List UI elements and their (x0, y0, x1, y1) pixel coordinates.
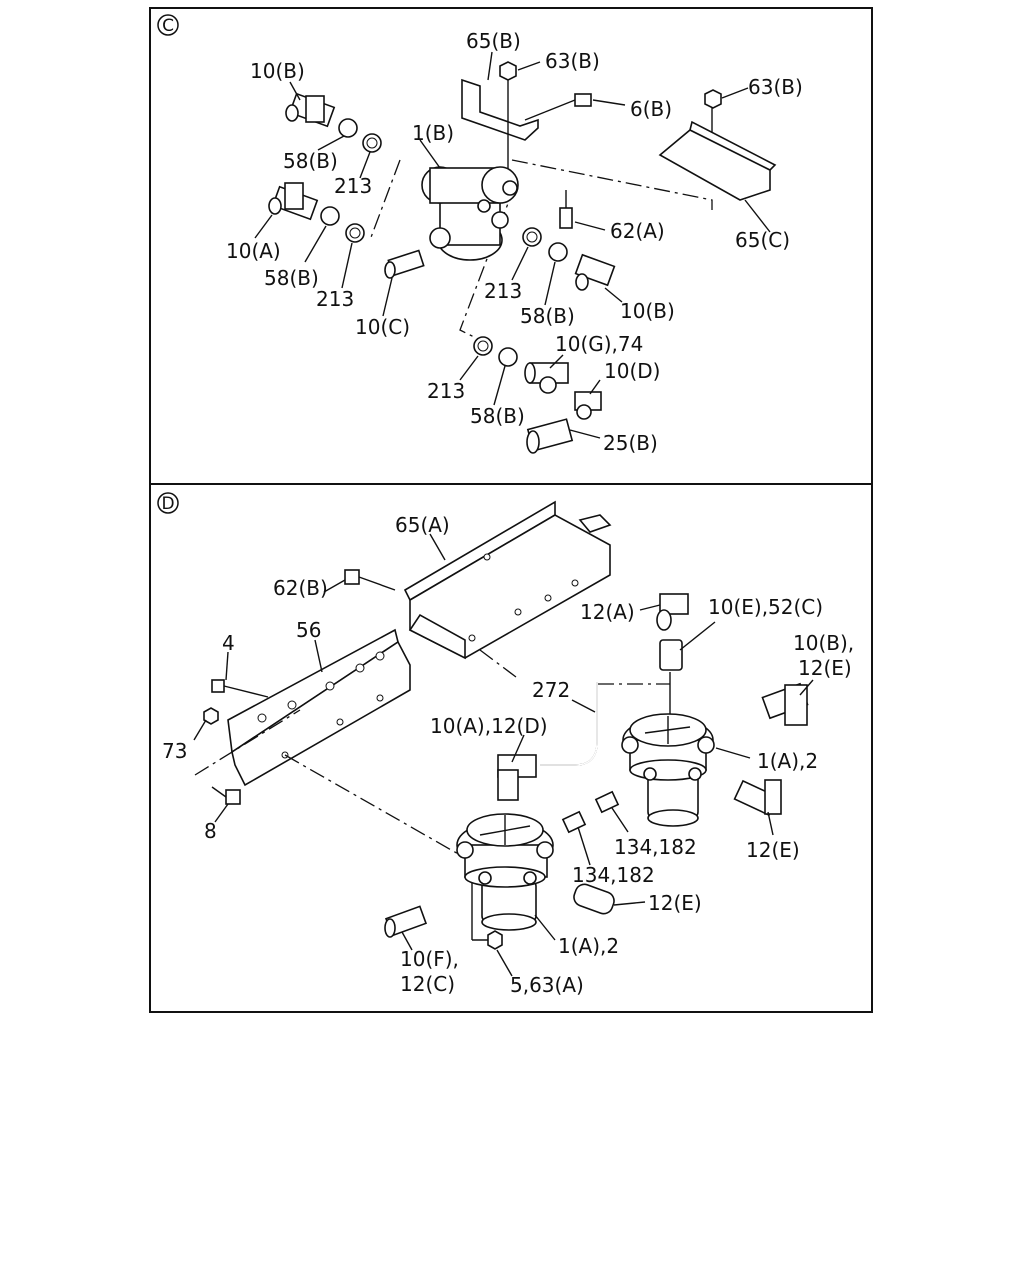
bracket-65c (658, 129, 771, 201)
label-c-18: 10(G),74 (555, 332, 643, 356)
brake-chamber-upper (621, 713, 715, 827)
bolt-8 (211, 786, 241, 805)
label-d-11: 73 (162, 739, 187, 763)
fitting-12a (656, 593, 689, 631)
label-d-13: 8 (204, 819, 217, 843)
brake-chamber-lower (456, 813, 554, 931)
label-d-10: 10(A),12(D) (430, 714, 548, 738)
nut-73 (203, 707, 219, 725)
fitting-10e-52c (659, 639, 683, 671)
label-d-21: 5,63(A) (510, 973, 584, 997)
label-c-19: 10(D) (604, 359, 660, 383)
plug-58b-a (338, 118, 358, 138)
tube-272 (540, 682, 598, 766)
bracket-56 (227, 628, 411, 787)
label-d-15: 12(E) (746, 838, 800, 862)
nut-63b-b (704, 89, 722, 109)
label-d-12: 1(A),2 (757, 749, 818, 773)
fitting-10b-12e (761, 682, 809, 726)
plug-58b-d (498, 347, 518, 367)
label-c-14: 213 (484, 279, 522, 303)
label-d-1: 65(A) (395, 513, 450, 537)
label-c-5: 6(B) (630, 97, 672, 121)
label-d-16: 134,182 (572, 863, 655, 887)
fitting-10c (384, 249, 425, 279)
bolt-6b (524, 93, 592, 121)
label-c-8: 213 (334, 174, 372, 198)
label-c-17: 10(C) (355, 315, 410, 339)
bolt-62b (344, 569, 396, 591)
label-d-8: 12(E) (798, 656, 852, 680)
fitting-12e-lower (573, 883, 615, 915)
label-c-22: 25(B) (603, 431, 658, 455)
label-d-5: 12(A) (580, 600, 635, 624)
label-c-15: 58(B) (520, 304, 575, 328)
panel-d-leaders (193, 533, 814, 977)
bracket-65a (403, 500, 612, 660)
panel-d: D (149, 483, 873, 1013)
panel-c-badge: C (162, 16, 174, 36)
panel-c-leaders (254, 51, 771, 406)
label-d-3: 56 (296, 618, 321, 642)
panel-d-badge: D (161, 494, 174, 514)
label-c-12: 62(A) (610, 219, 665, 243)
label-d-17: 12(E) (648, 891, 702, 915)
panel-c-badge-circle (157, 14, 179, 36)
plug-134-182-lower (561, 810, 587, 834)
label-c-7: 58(B) (283, 149, 338, 173)
fitting-12e-right (733, 779, 782, 817)
label-c-10: 58(B) (264, 266, 319, 290)
switch-25b (526, 418, 601, 454)
label-c-16: 10(B) (620, 299, 675, 323)
fitting-10a (268, 182, 319, 221)
panel-d-frame (149, 483, 873, 1013)
panel-c: C (149, 7, 873, 485)
fitting-10b-a (285, 92, 336, 128)
panel-d-badge-circle (157, 492, 179, 514)
label-c-20: 213 (427, 379, 465, 403)
label-d-18: 10(F), (400, 947, 459, 971)
plug-134-182-upper (594, 790, 620, 814)
label-d-6: 10(E),52(C) (708, 595, 823, 619)
label-d-9: 272 (532, 678, 570, 702)
nut-5-63a (487, 930, 503, 950)
label-c-4: 10(B) (250, 59, 305, 83)
label-d-4: 4 (222, 631, 235, 655)
bolt-4 (211, 679, 269, 698)
plug-58b-b (320, 206, 340, 226)
label-c-1: 65(B) (466, 29, 521, 53)
fitting-10d (574, 391, 602, 420)
label-d-14: 134,182 (614, 835, 697, 859)
plug-58b-c (548, 242, 568, 262)
bolt-62a (559, 190, 573, 229)
valve-1b (421, 166, 519, 261)
label-d-20: 1(A),2 (558, 934, 619, 958)
fitting-10b-b (574, 253, 616, 291)
label-d-7: 10(B), (793, 631, 854, 655)
label-c-21: 58(B) (470, 404, 525, 428)
label-c-2: 63(B) (545, 49, 600, 73)
label-c-11: 213 (316, 287, 354, 311)
nut-63b-a (499, 61, 517, 81)
label-c-13: 65(C) (735, 228, 790, 252)
label-c-3: 63(B) (748, 75, 803, 99)
fitting-10f-12c (384, 905, 428, 938)
fitting-10g-74 (524, 362, 569, 394)
label-c-6: 1(B) (412, 121, 454, 145)
label-d-2: 62(B) (273, 576, 328, 600)
bracket-65b (461, 78, 539, 141)
fitting-10a-12d (497, 754, 537, 801)
label-c-9: 10(A) (226, 239, 281, 263)
label-d-19: 12(C) (400, 972, 455, 996)
